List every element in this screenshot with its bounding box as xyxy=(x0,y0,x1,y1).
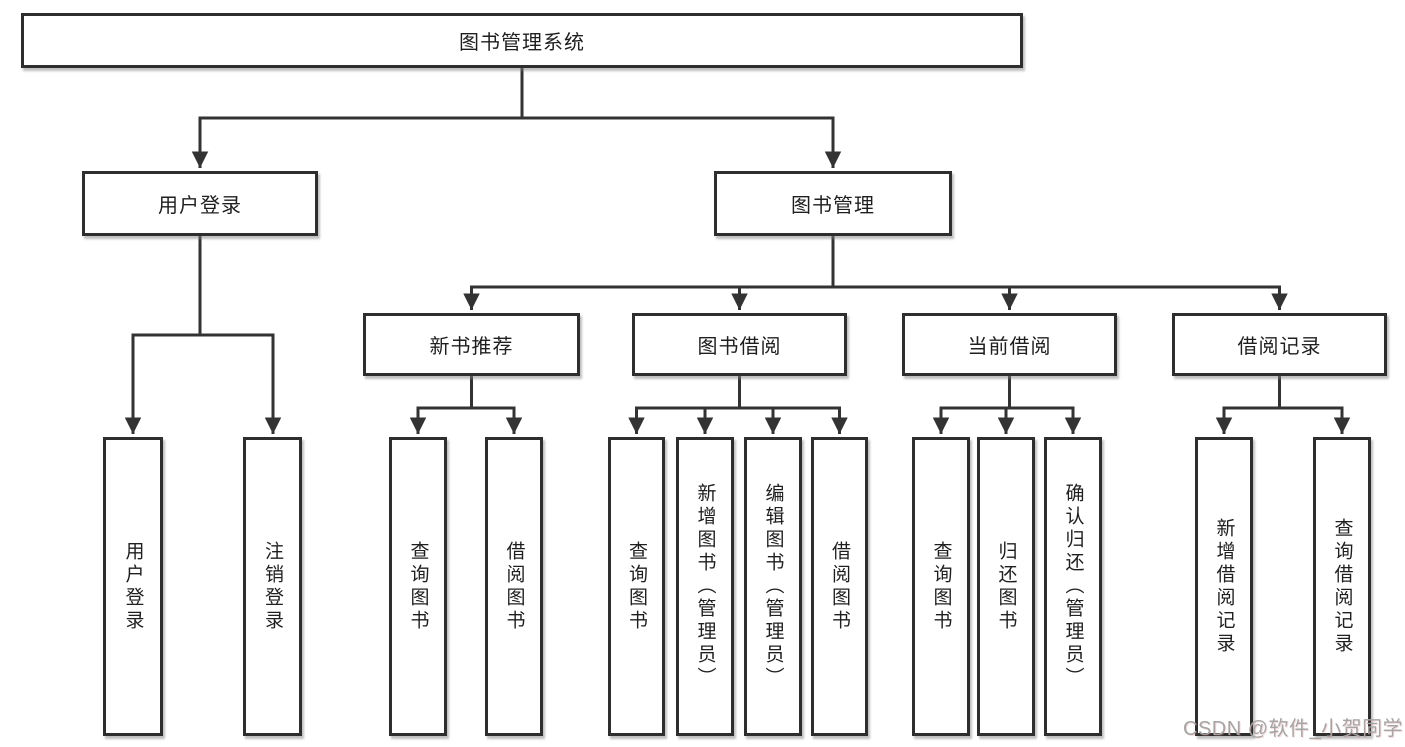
node-label: 图书管理系统 xyxy=(459,32,585,54)
node-current-borrowing: 当前借阅 xyxy=(902,313,1117,376)
node-label: 确认归还（管理员） xyxy=(1062,483,1084,690)
node-label: 查询图书 xyxy=(407,540,429,633)
node-label: 新书推荐 xyxy=(429,336,514,358)
node-new-book-recommendation: 新书推荐 xyxy=(363,313,580,376)
node-label: 借阅记录 xyxy=(1237,336,1322,358)
node-root: 图书管理系统 xyxy=(21,13,1023,68)
node-label: 查询图书 xyxy=(626,540,647,633)
leaf-records-add-record: 新增借阅记录 xyxy=(1195,437,1253,736)
node-label: 归还图书 xyxy=(995,540,1017,633)
leaf-records-query-record: 查询借阅记录 xyxy=(1313,437,1371,736)
node-label: 新增借阅记录 xyxy=(1213,517,1235,656)
node-label: 注销登录 xyxy=(262,540,283,633)
csdn-watermark: CSDN @软件_小贺同学 xyxy=(1183,718,1404,740)
leaf-current-confirm-return-admin: 确认归还（管理员） xyxy=(1044,437,1102,736)
node-label: 当前借阅 xyxy=(967,336,1052,358)
leaf-borrow-add-books-admin: 新增图书（管理员） xyxy=(676,437,734,736)
leaf-user-login: 用户登录 xyxy=(103,437,163,736)
node-book-management: 图书管理 xyxy=(714,171,952,236)
node-label: 编辑图书（管理员） xyxy=(762,483,784,690)
leaf-borrow-borrow-books: 借阅图书 xyxy=(811,437,868,736)
node-label: 借阅图书 xyxy=(829,540,850,633)
node-label: 图书借阅 xyxy=(697,336,782,358)
leaf-borrow-edit-books-admin: 编辑图书（管理员） xyxy=(744,437,802,736)
leaf-current-return-books: 归还图书 xyxy=(977,437,1035,736)
node-label: 查询借阅记录 xyxy=(1331,517,1353,656)
leaf-current-query-books: 查询图书 xyxy=(912,437,970,736)
node-label: 借阅图书 xyxy=(503,540,525,633)
leaf-logout: 注销登录 xyxy=(243,437,302,736)
leaf-recommend-query-books: 查询图书 xyxy=(389,437,447,736)
node-label: 查询图书 xyxy=(930,540,952,633)
node-label: 用户登录 xyxy=(122,540,144,633)
leaf-recommend-borrow-books: 借阅图书 xyxy=(485,437,543,736)
node-borrowing-records: 借阅记录 xyxy=(1172,313,1387,376)
node-label: 图书管理 xyxy=(791,195,875,217)
node-book-borrowing: 图书借阅 xyxy=(632,313,847,376)
node-label: 用户登录 xyxy=(158,195,242,217)
leaf-borrow-query-books: 查询图书 xyxy=(608,437,665,736)
node-label: 新增图书（管理员） xyxy=(694,483,716,690)
node-user-login: 用户登录 xyxy=(82,171,318,236)
